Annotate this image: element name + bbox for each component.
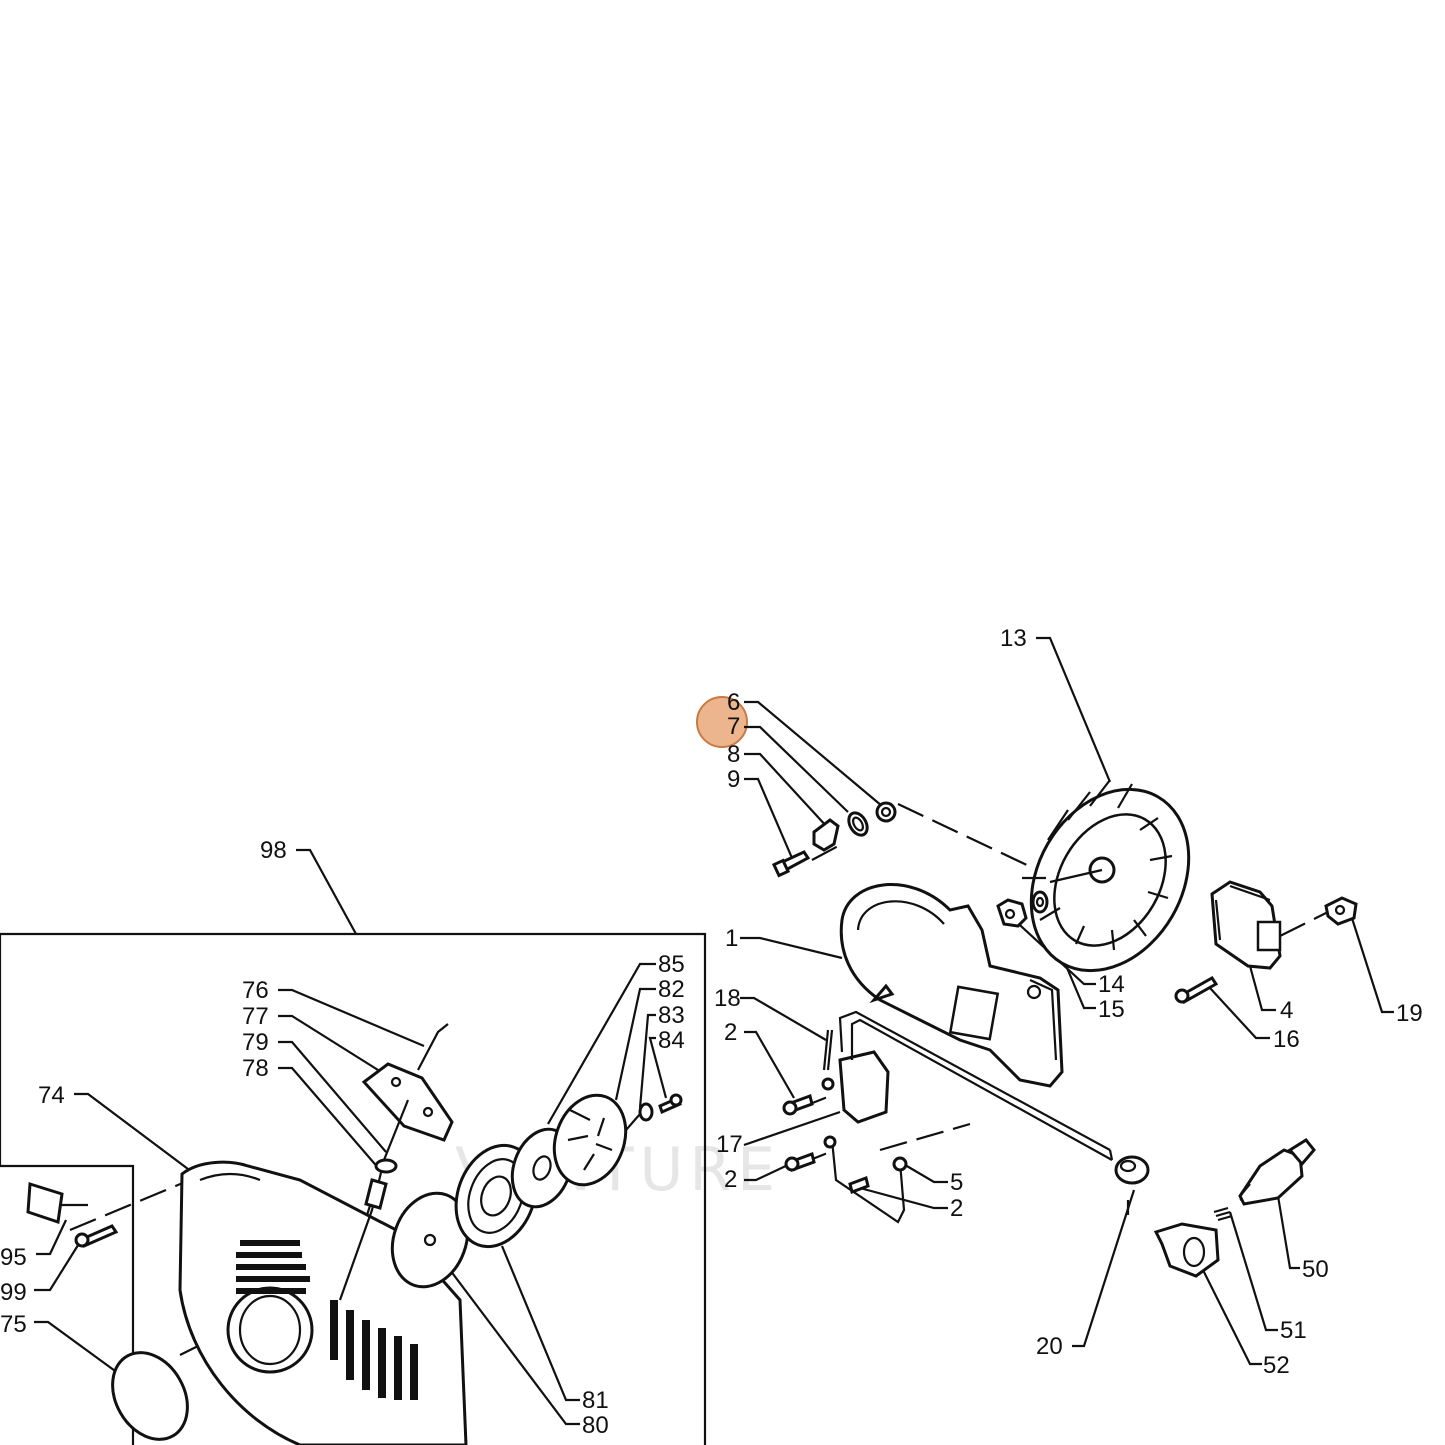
callout-52[interactable]: 52	[1263, 1352, 1290, 1379]
screw-84[interactable]	[658, 1093, 683, 1115]
spring-51[interactable]	[1213, 1206, 1233, 1222]
screw-16[interactable]	[1174, 976, 1219, 1004]
connector-19[interactable]	[1324, 896, 1358, 926]
callout-2-upper[interactable]: 2	[724, 1019, 737, 1046]
screw-99[interactable]	[74, 1224, 119, 1248]
spring-18[interactable]	[821, 1029, 835, 1091]
ignition-module-4[interactable]	[1210, 880, 1282, 970]
callout-83[interactable]: 83	[658, 1002, 685, 1029]
filter-ring-75[interactable]	[98, 1339, 203, 1445]
callout-51[interactable]: 51	[1280, 1317, 1307, 1344]
callout-82[interactable]: 82	[658, 976, 685, 1003]
screw-9[interactable]	[771, 850, 811, 878]
grommet-20[interactable]	[1114, 1155, 1150, 1185]
callout-78[interactable]: 78	[242, 1055, 269, 1082]
callout-8[interactable]: 8	[727, 741, 740, 768]
starter-inset-frame	[0, 932, 707, 1445]
callout-19[interactable]: 19	[1396, 1000, 1423, 1027]
callout-13[interactable]: 13	[1000, 625, 1027, 652]
callout-95[interactable]: 95	[0, 1244, 27, 1271]
callout-74[interactable]: 74	[38, 1082, 65, 1109]
flywheel[interactable]	[1000, 761, 1221, 999]
callout-1[interactable]: 1	[725, 925, 738, 952]
leader-lines	[34, 636, 1394, 1426]
callout-79[interactable]: 79	[242, 1029, 269, 1056]
callout-2-lower[interactable]: 2	[724, 1166, 737, 1193]
washer-83[interactable]	[638, 1102, 654, 1122]
callout-80[interactable]: 80	[582, 1412, 609, 1439]
callout-18[interactable]: 18	[714, 985, 741, 1012]
pulley-disc-80[interactable]	[380, 1183, 480, 1298]
callout-4[interactable]: 4	[1280, 997, 1293, 1024]
starter-inset-frame-step	[0, 934, 135, 1445]
spark-plug-cap-52[interactable]	[1153, 1222, 1220, 1278]
callout-75[interactable]: 75	[0, 1311, 27, 1338]
nut-6[interactable]	[875, 801, 897, 823]
spark-plug-50[interactable]	[1238, 1138, 1316, 1206]
callout-50[interactable]: 50	[1302, 1256, 1329, 1283]
screw-2-upper[interactable]	[782, 1094, 814, 1116]
callout-14[interactable]: 14	[1098, 971, 1125, 998]
grommet-79[interactable]	[374, 1158, 398, 1174]
nut-14[interactable]	[996, 898, 1028, 928]
callout-17[interactable]: 17	[716, 1131, 743, 1158]
callout-81[interactable]: 81	[582, 1387, 609, 1414]
insert-78[interactable]	[364, 1178, 388, 1210]
callout-7[interactable]: 7	[727, 713, 740, 740]
callout-76[interactable]: 76	[242, 977, 269, 1004]
callout-15[interactable]: 15	[1098, 996, 1125, 1023]
label-95[interactable]	[26, 1182, 64, 1224]
wire-5[interactable]	[823, 1135, 908, 1224]
callout-6[interactable]: 6	[727, 689, 740, 716]
callout-85[interactable]: 85	[658, 951, 685, 978]
spring-7[interactable]	[845, 810, 871, 839]
pulley-82[interactable]	[542, 1085, 637, 1195]
fan-housing-1[interactable]	[839, 883, 1064, 1088]
callout-5[interactable]: 5	[950, 1169, 963, 1196]
callout-20[interactable]: 20	[1036, 1333, 1063, 1360]
callout-2-right[interactable]: 2	[950, 1195, 963, 1222]
cover-vents	[236, 1240, 418, 1400]
handle-76[interactable]	[361, 1023, 454, 1142]
callout-84[interactable]: 84	[658, 1027, 685, 1054]
callout-77[interactable]: 77	[242, 1003, 269, 1030]
pawl-8[interactable]	[812, 818, 840, 852]
washer-15[interactable]	[1031, 890, 1049, 914]
screw-2-lower[interactable]	[784, 1152, 816, 1172]
highlight-marker[interactable]	[696, 696, 748, 748]
callout-9[interactable]: 9	[727, 766, 740, 793]
callout-98[interactable]: 98	[260, 837, 287, 864]
callout-16[interactable]: 16	[1273, 1026, 1300, 1053]
callout-99[interactable]: 99	[0, 1279, 27, 1306]
stop-switch-17[interactable]	[838, 1010, 1114, 1161]
callout-labels: 13 6 7 8 9 98 1 85 82 83 84 76 77 79 78 …	[0, 625, 1423, 1439]
